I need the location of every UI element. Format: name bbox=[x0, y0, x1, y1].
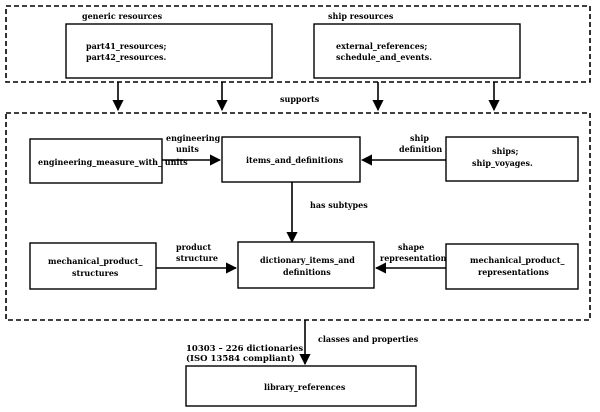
mechanical-representations-box bbox=[445, 243, 579, 290]
classes-and-properties-label: classes and properties bbox=[318, 334, 419, 344]
generic-resource-line-2: part42_resources. bbox=[86, 52, 166, 62]
generic-resource-line-1: part41_resources; bbox=[86, 41, 166, 51]
dictionary-items-line-1: dictionary_items_and bbox=[260, 255, 355, 265]
library-references-box bbox=[185, 365, 417, 407]
resources-group-frame bbox=[5, 5, 591, 83]
ships-box bbox=[445, 136, 579, 182]
core-group-frame bbox=[5, 112, 591, 321]
dictionaries-label-2: (ISO 13584 compliant) bbox=[186, 353, 295, 364]
engineering-measure-box bbox=[29, 138, 163, 184]
mechanical-structures-line-2: structures bbox=[72, 268, 119, 278]
items-and-definitions-label: items_and_definitions bbox=[246, 155, 344, 165]
product-structure-label-2: structure bbox=[176, 253, 218, 263]
mechanical-representations-line-2: representations bbox=[478, 267, 549, 277]
mechanical-representations-line-1: mechanical_product_ bbox=[470, 255, 565, 265]
supports-label: supports bbox=[280, 94, 320, 104]
engineering-measure-label: engineering_measure_with_ units bbox=[38, 157, 188, 167]
engineering-units-label-2: units bbox=[176, 144, 199, 154]
product-structure-label-1: product bbox=[176, 242, 211, 252]
ship-resource-line-2: schedule_and_events. bbox=[336, 52, 432, 62]
shape-representation-label-1: shape bbox=[398, 242, 424, 252]
ship-resources-title: ship resources bbox=[328, 11, 394, 21]
ships-line-1: ships; bbox=[492, 146, 518, 156]
items-and-definitions-box bbox=[221, 136, 361, 183]
mechanical-structures-line-1: mechanical_product_ bbox=[48, 256, 143, 266]
dictionary-items-box bbox=[237, 241, 375, 289]
ship-resource-line-1: external_references; bbox=[336, 41, 427, 51]
mechanical-structures-box bbox=[29, 242, 157, 290]
generic-resources-box bbox=[65, 23, 273, 79]
has-subtypes-label: has subtypes bbox=[310, 200, 368, 210]
ship-definition-label-2: definition bbox=[399, 144, 442, 154]
generic-resources-title: generic resources bbox=[82, 11, 163, 21]
dictionaries-label-1: 10303 – 226 dictionaries bbox=[186, 344, 303, 354]
engineering-units-label-1: engineering bbox=[166, 133, 221, 143]
library-references-label: library_references bbox=[264, 382, 346, 392]
ship-resources-box bbox=[313, 23, 521, 79]
ships-line-2: ship_voyages. bbox=[472, 158, 533, 168]
shape-representation-label-2: representation bbox=[380, 253, 447, 263]
dictionary-items-line-2: definitions bbox=[283, 267, 331, 277]
ship-definition-label-1: ship bbox=[410, 133, 429, 143]
